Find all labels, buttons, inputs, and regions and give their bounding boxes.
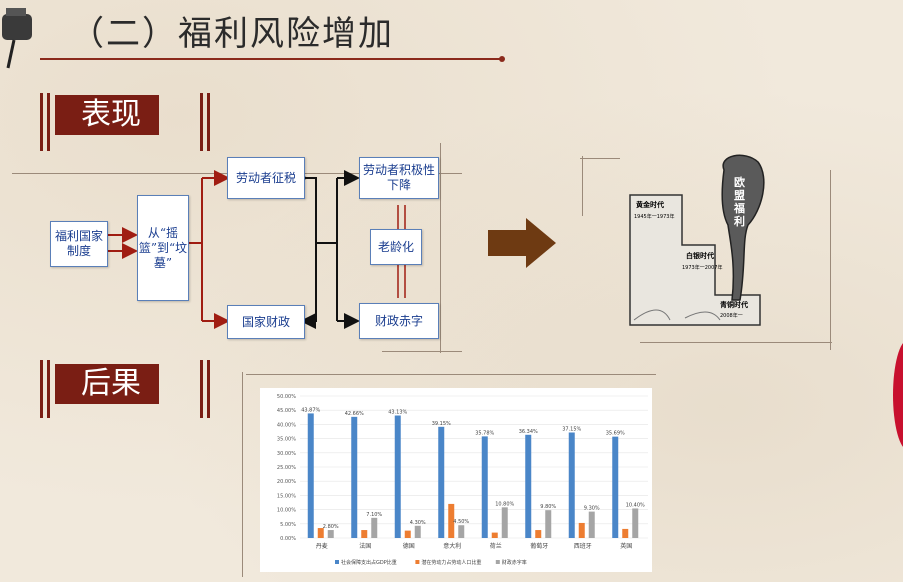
bar-2: [622, 528, 629, 538]
x-tick-label: 法国: [359, 542, 371, 550]
data-label: 10.40%: [626, 502, 645, 508]
label-bronze-age: 青铜时代: [720, 301, 748, 309]
box-worker-motivation: 劳动者积极性下降: [359, 157, 439, 199]
right-arrow-icon: [488, 218, 556, 268]
data-label: 7.10%: [366, 512, 382, 518]
bar-3: [545, 510, 552, 538]
x-tick-label: 英国: [620, 542, 632, 550]
welfare-flow-diagram: 福利国家制度 从“摇篮”到“坟墓” 劳动者征税 国家财政 劳动者积极性下降 老龄…: [12, 143, 462, 353]
section-badge-consequence: 后果: [55, 364, 159, 404]
bar-1: [394, 415, 401, 538]
bar-1: [307, 413, 314, 538]
data-label: 4.50%: [453, 519, 469, 525]
bar-3: [327, 530, 334, 538]
x-tick-label: 意大利: [443, 542, 461, 550]
section-bars-left-2: [40, 360, 54, 418]
bar-1: [568, 432, 575, 538]
section-bars-right: [200, 93, 214, 151]
legend-label: 潜在劳动力占劳动人口比重: [421, 559, 481, 566]
bar-1: [351, 416, 358, 538]
data-label: 35.78%: [475, 430, 494, 436]
label-bronze-years: 2008年一: [720, 313, 743, 319]
bar-2: [535, 530, 542, 538]
data-label: 9.80%: [540, 504, 556, 510]
bar-3: [371, 517, 378, 538]
welfare-bar-chart: 0.00% 5.00% 10.00% 15.00% 20.00% 25.00% 30.00%…: [260, 388, 652, 572]
y-tick-label: 40.00%: [277, 422, 296, 428]
data-label: 9.30%: [584, 506, 600, 512]
x-tick-label: 西班牙: [574, 542, 592, 550]
bar-2: [361, 530, 368, 538]
inkwell-icon: [2, 8, 32, 69]
section-bars-right-2: [200, 360, 214, 418]
data-label: 10.80%: [495, 501, 514, 507]
bar-1: [481, 436, 488, 538]
legend-swatch: [495, 560, 500, 564]
legend-label: 财政赤字率: [502, 559, 527, 566]
y-tick-label: 50.00%: [277, 394, 296, 400]
y-tick-label: 15.00%: [277, 493, 296, 499]
presenter-edge: [893, 340, 903, 450]
data-label: 36.34%: [519, 429, 538, 435]
y-tick-label: 0.00%: [280, 536, 296, 542]
bar-3: [501, 507, 508, 538]
data-label: 35.69%: [606, 431, 625, 437]
y-tick-label: 30.00%: [277, 451, 296, 457]
box-aging: 老龄化: [370, 229, 422, 265]
data-label: 2.80%: [323, 524, 339, 530]
y-tick-label: 10.00%: [277, 508, 296, 514]
stairs-drawing: [629, 154, 765, 326]
box-national-finance: 国家财政: [227, 305, 305, 339]
x-tick-label: 葡萄牙: [530, 542, 548, 550]
legend-label: 社会保障支出占GDP比重: [341, 559, 397, 566]
bar-2: [404, 530, 411, 538]
legend-swatch: [335, 560, 339, 564]
legend-swatch: [415, 560, 420, 564]
box-welfare-state: 福利国家制度: [50, 221, 108, 267]
bar-3: [414, 525, 421, 538]
y-tick-label: 45.00%: [277, 408, 296, 414]
bar-3: [632, 508, 639, 538]
section-badge-performance: 表现: [55, 95, 159, 135]
box-fiscal-deficit: 财政赤字: [359, 303, 439, 339]
data-label: 42.66%: [345, 411, 364, 417]
label-golden-years: 1945年一1973年: [634, 214, 675, 220]
y-tick-label: 20.00%: [277, 479, 296, 485]
box-labor-tax: 劳动者征税: [227, 157, 305, 199]
bar-1: [525, 434, 532, 538]
title-underline: [40, 56, 505, 62]
diagram-arrows: [106, 170, 406, 329]
bar-2: [317, 528, 324, 538]
bar-3: [458, 525, 465, 538]
x-tick-label: 丹麦: [316, 542, 328, 550]
y-tick-label: 5.00%: [280, 522, 296, 528]
x-tick-label: 德国: [403, 542, 415, 550]
bar-2: [448, 503, 455, 538]
data-label: 43.13%: [388, 410, 407, 416]
bar-1: [612, 436, 619, 538]
data-label: 4.30%: [410, 520, 426, 526]
bar-2: [578, 522, 585, 538]
x-tick-label: 荷兰: [490, 542, 502, 550]
label-silver-age: 白银时代: [686, 252, 714, 260]
page-title: （二）福利风险增加: [70, 14, 394, 54]
bar-3: [588, 511, 595, 538]
label-eu-welfare: 欧盟福利: [734, 176, 745, 228]
section-bars-left: [40, 93, 54, 151]
label-silver-years: 1973年一2007年: [682, 265, 723, 271]
box-cradle-grave: 从“摇篮”到“坟墓”: [137, 195, 189, 301]
data-label: 39.15%: [432, 421, 451, 427]
y-tick-label: 25.00%: [277, 465, 296, 471]
welfare-era-illustration: 黄金时代 1945年一1973年 白银时代 1973年一2007年 青铜时代 2…: [580, 150, 832, 350]
data-label: 37.15%: [562, 426, 581, 432]
bar-2: [491, 532, 498, 538]
label-golden-age: 黄金时代: [636, 201, 664, 209]
y-tick-label: 35.00%: [277, 437, 296, 443]
chart-svg: 0.00% 5.00% 10.00% 15.00% 20.00% 25.00% 30.00%…: [277, 394, 648, 566]
bar-1: [438, 426, 445, 538]
data-label: 43.87%: [301, 407, 320, 413]
